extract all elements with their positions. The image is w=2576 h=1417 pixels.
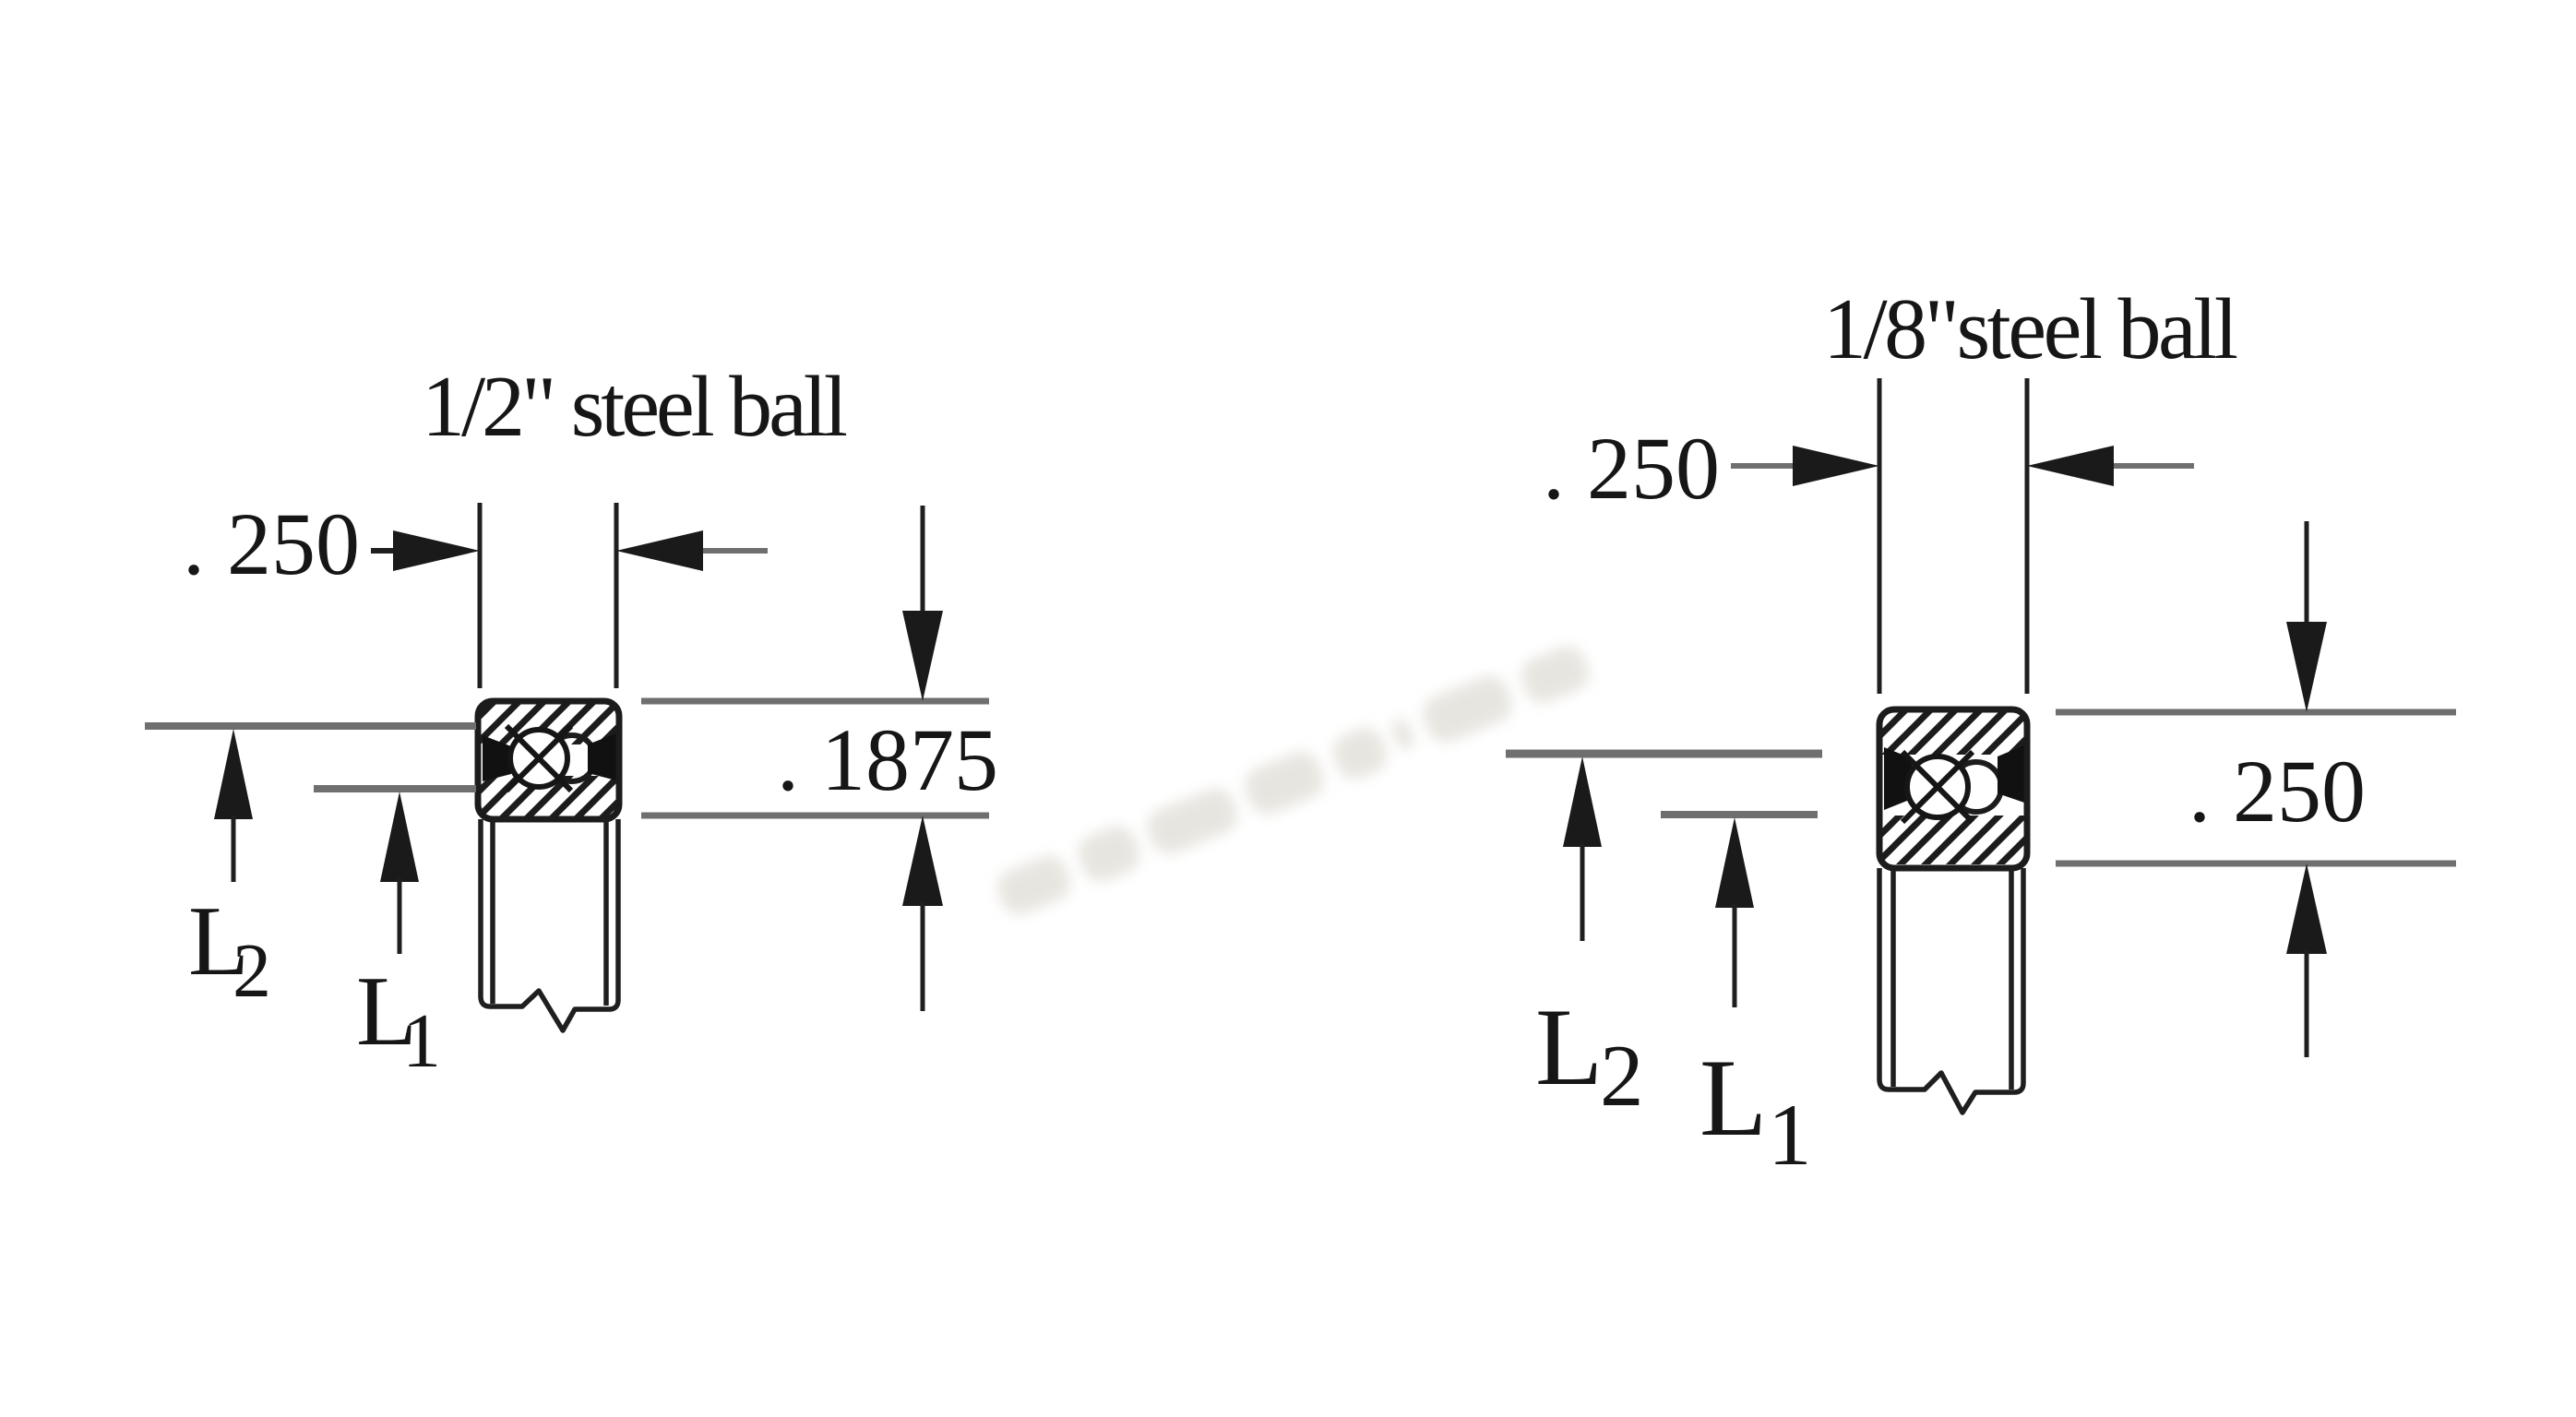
inner-race-hatch [1882, 816, 2024, 864]
right-ball-size-label: 1/8"steel ball [1823, 281, 2238, 377]
arrowhead-down-icon [902, 611, 943, 701]
arrowhead-up-icon [1563, 756, 1602, 847]
arrowhead-up-icon [2286, 863, 2327, 954]
right-shaft [1877, 868, 2026, 1115]
l2-subscript: 2 [1600, 1027, 1644, 1125]
l2-subscript: 2 [233, 928, 271, 1014]
left-ball-size-label: 1/2" steel ball [422, 359, 848, 455]
arrowhead-left-icon [616, 530, 703, 571]
arrowhead-up-icon [380, 792, 419, 882]
right-seal-wedge [588, 733, 616, 780]
arrowhead-right-icon [1793, 446, 1879, 486]
l2-label: L [188, 887, 249, 996]
l1-subscript: 1 [402, 998, 441, 1084]
arrowhead-down-icon [2286, 622, 2327, 712]
arrowhead-up-icon [1715, 817, 1754, 908]
arrowhead-up-icon [902, 816, 943, 906]
shaft-outline-with-break [478, 819, 621, 1033]
right-height-dimension: . 250 [2056, 521, 2456, 1057]
left-seal-wedge [483, 735, 511, 781]
right-bearing-cross-section [1876, 706, 2031, 872]
right-height-dim-text: . 250 [2188, 742, 2366, 840]
outer-race-hatch [1882, 712, 2024, 755]
right-bearing-view: 1/8"steel ball . 250 [1506, 281, 2456, 1184]
left-height-dim-text: . 1875 [777, 710, 998, 809]
bearing-outline [474, 697, 623, 823]
ball-cross-line [504, 723, 574, 793]
right-l1-dimension: L 1 [1661, 811, 1818, 1184]
left-bearing-cross-section [474, 697, 623, 823]
right-l2-dimension: L 2 [1506, 749, 1822, 1125]
right-seal-wedge [1998, 745, 2024, 803]
left-shaft [478, 819, 621, 1033]
l1-subscript: 1 [1768, 1086, 1812, 1184]
l1-label: L [1699, 1036, 1767, 1159]
arrowhead-up-icon [214, 729, 253, 819]
shaft-outline-with-break [1877, 868, 2026, 1115]
left-width-dimension: . 250 [183, 494, 768, 688]
ball-cross-line [1900, 749, 1975, 825]
left-width-dim-text: . 250 [183, 494, 360, 593]
l2-label: L [1535, 985, 1603, 1108]
arrowhead-right-icon [393, 530, 480, 571]
left-l1-dimension: L 1 [314, 785, 476, 1084]
left-seal-wedge [1884, 747, 1912, 810]
right-width-dimension: . 250 [1543, 378, 2194, 694]
bearing-internals [481, 704, 616, 816]
l1-label: L [356, 957, 417, 1066]
watermark [997, 646, 1590, 915]
left-bearing-view: 1/2" steel ball . 250 [145, 359, 998, 1084]
bearing-internals [1882, 712, 2024, 864]
arrowhead-left-icon [2027, 446, 2114, 486]
right-width-dim-text: . 250 [1543, 419, 1720, 518]
left-l2-dimension: L 2 [145, 722, 476, 1014]
left-height-dimension: . 1875 [641, 506, 998, 1011]
bearing-outline [1876, 706, 2031, 872]
